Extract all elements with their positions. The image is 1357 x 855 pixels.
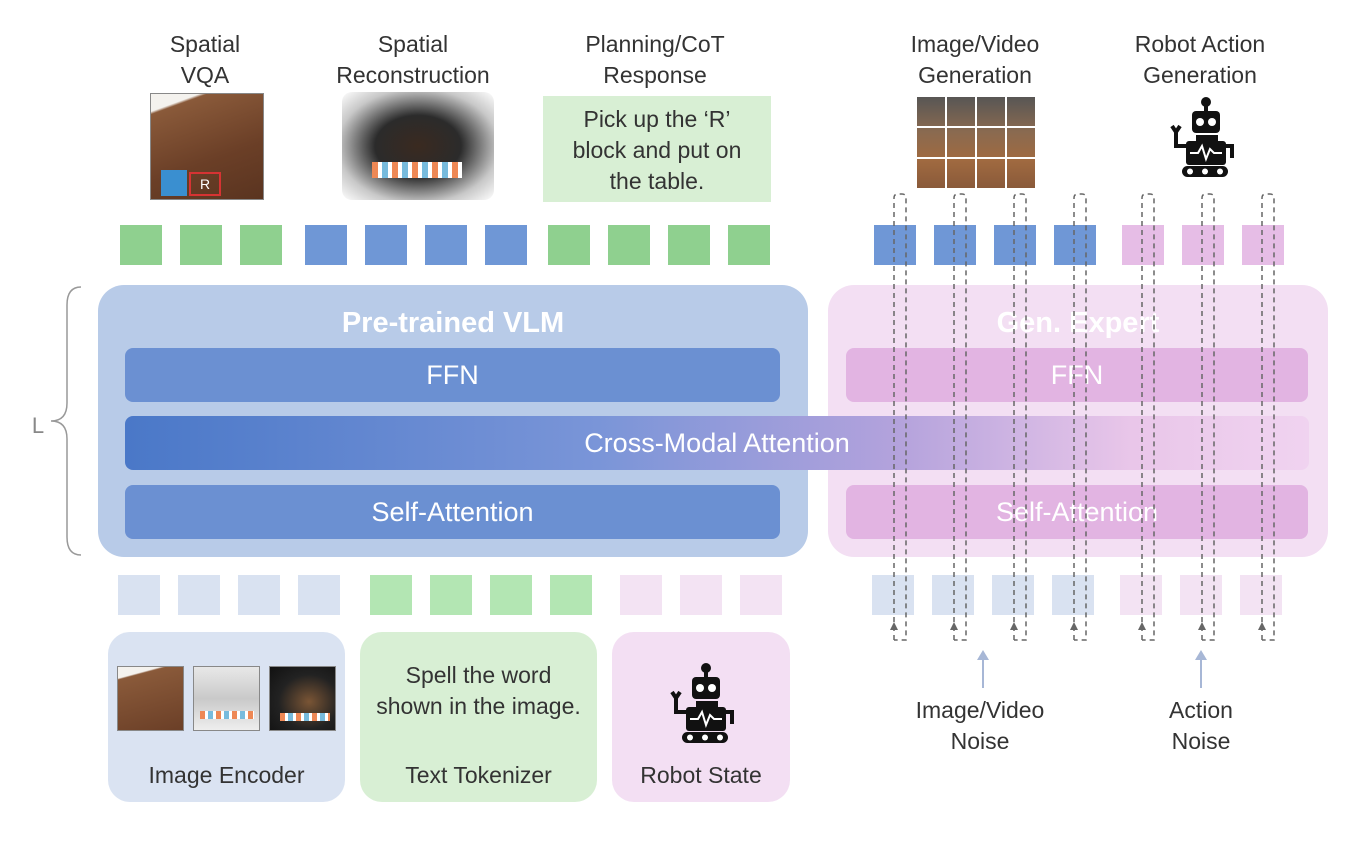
output-token bbox=[240, 225, 282, 265]
output-token bbox=[668, 225, 710, 265]
input-token bbox=[238, 575, 280, 615]
label-robot-action-generation: Robot Action Generation bbox=[1134, 31, 1266, 88]
image-video-generation-grid bbox=[917, 95, 1037, 188]
cross-modal-attention-block: Cross-Modal Attention bbox=[125, 416, 1309, 470]
output-token bbox=[1182, 225, 1224, 265]
output-token bbox=[608, 225, 650, 265]
output-token bbox=[934, 225, 976, 265]
label-planning-cot: Planning/CoT Response bbox=[585, 31, 725, 88]
input-token bbox=[178, 575, 220, 615]
spatial-reconstruction-image bbox=[342, 92, 494, 200]
input-token bbox=[430, 575, 472, 615]
action-noise-arrow bbox=[1195, 650, 1207, 688]
input-image-3 bbox=[269, 666, 336, 731]
input-token bbox=[550, 575, 592, 615]
input-token bbox=[1240, 575, 1282, 615]
input-token bbox=[740, 575, 782, 615]
image-encoder-label: Image Encoder bbox=[148, 762, 305, 788]
output-token bbox=[548, 225, 590, 265]
output-token bbox=[1122, 225, 1164, 265]
vqa-blue-block bbox=[161, 170, 187, 196]
vlm-self-attention-block: Self-Attention bbox=[125, 485, 780, 539]
input-image-1 bbox=[117, 666, 184, 731]
output-token bbox=[180, 225, 222, 265]
label-image-video-generation: Image/Video Generation bbox=[910, 31, 1040, 88]
recon-blocks bbox=[372, 162, 462, 178]
input-token bbox=[370, 575, 412, 615]
layer-label: L bbox=[31, 413, 45, 438]
input-token bbox=[680, 575, 722, 615]
image-noise-arrow bbox=[977, 650, 989, 688]
spatial-vqa-image: R bbox=[150, 93, 264, 200]
input-token bbox=[298, 575, 340, 615]
input-token bbox=[620, 575, 662, 615]
planning-response-box bbox=[543, 96, 771, 202]
input-image-2-blocks bbox=[200, 711, 254, 719]
input-token bbox=[872, 575, 914, 615]
output-token bbox=[728, 225, 770, 265]
output-token bbox=[1054, 225, 1096, 265]
input-token bbox=[1120, 575, 1162, 615]
output-token bbox=[425, 225, 467, 265]
input-token bbox=[1180, 575, 1222, 615]
output-token bbox=[1242, 225, 1284, 265]
output-token bbox=[120, 225, 162, 265]
robot-action-icon bbox=[1170, 97, 1234, 177]
expert-ffn-block: FFN bbox=[846, 348, 1308, 402]
action-noise-label: Action Noise bbox=[1169, 697, 1233, 754]
input-token bbox=[490, 575, 532, 615]
robot-state-label: Robot State bbox=[640, 762, 762, 788]
output-token bbox=[485, 225, 527, 265]
image-video-noise-label: Image/Video Noise bbox=[915, 697, 1045, 754]
robot-state-icon bbox=[670, 663, 734, 743]
text-tokenizer-label: Text Tokenizer bbox=[405, 762, 552, 788]
input-token bbox=[992, 575, 1034, 615]
input-token bbox=[932, 575, 974, 615]
label-spatial-reconstruction: Spatial Reconstruction bbox=[336, 31, 490, 88]
text-prompt: Spell the word shown in the image. bbox=[376, 662, 581, 719]
planning-response-text: Pick up the ‘R’ block and put on the tab… bbox=[572, 106, 742, 194]
output-token bbox=[874, 225, 916, 265]
expert-self-attention-block: Self-Attention bbox=[846, 485, 1308, 539]
vlm-title: Pre-trained VLM bbox=[341, 307, 565, 339]
input-token bbox=[118, 575, 160, 615]
output-token bbox=[994, 225, 1036, 265]
vqa-r-block-highlight: R bbox=[189, 172, 221, 196]
text-tokenizer-box bbox=[360, 632, 597, 802]
layer-brace bbox=[50, 286, 82, 556]
label-spatial-vqa: Spatial VQA bbox=[169, 31, 241, 88]
input-image-2 bbox=[193, 666, 260, 731]
input-token bbox=[1052, 575, 1094, 615]
input-image-3-blocks bbox=[280, 713, 330, 721]
gen-expert-title: Gen. Expert bbox=[996, 307, 1160, 339]
vlm-ffn-block: FFN bbox=[125, 348, 780, 402]
output-token bbox=[365, 225, 407, 265]
output-token bbox=[305, 225, 347, 265]
noise-flow-lines bbox=[890, 193, 1275, 641]
